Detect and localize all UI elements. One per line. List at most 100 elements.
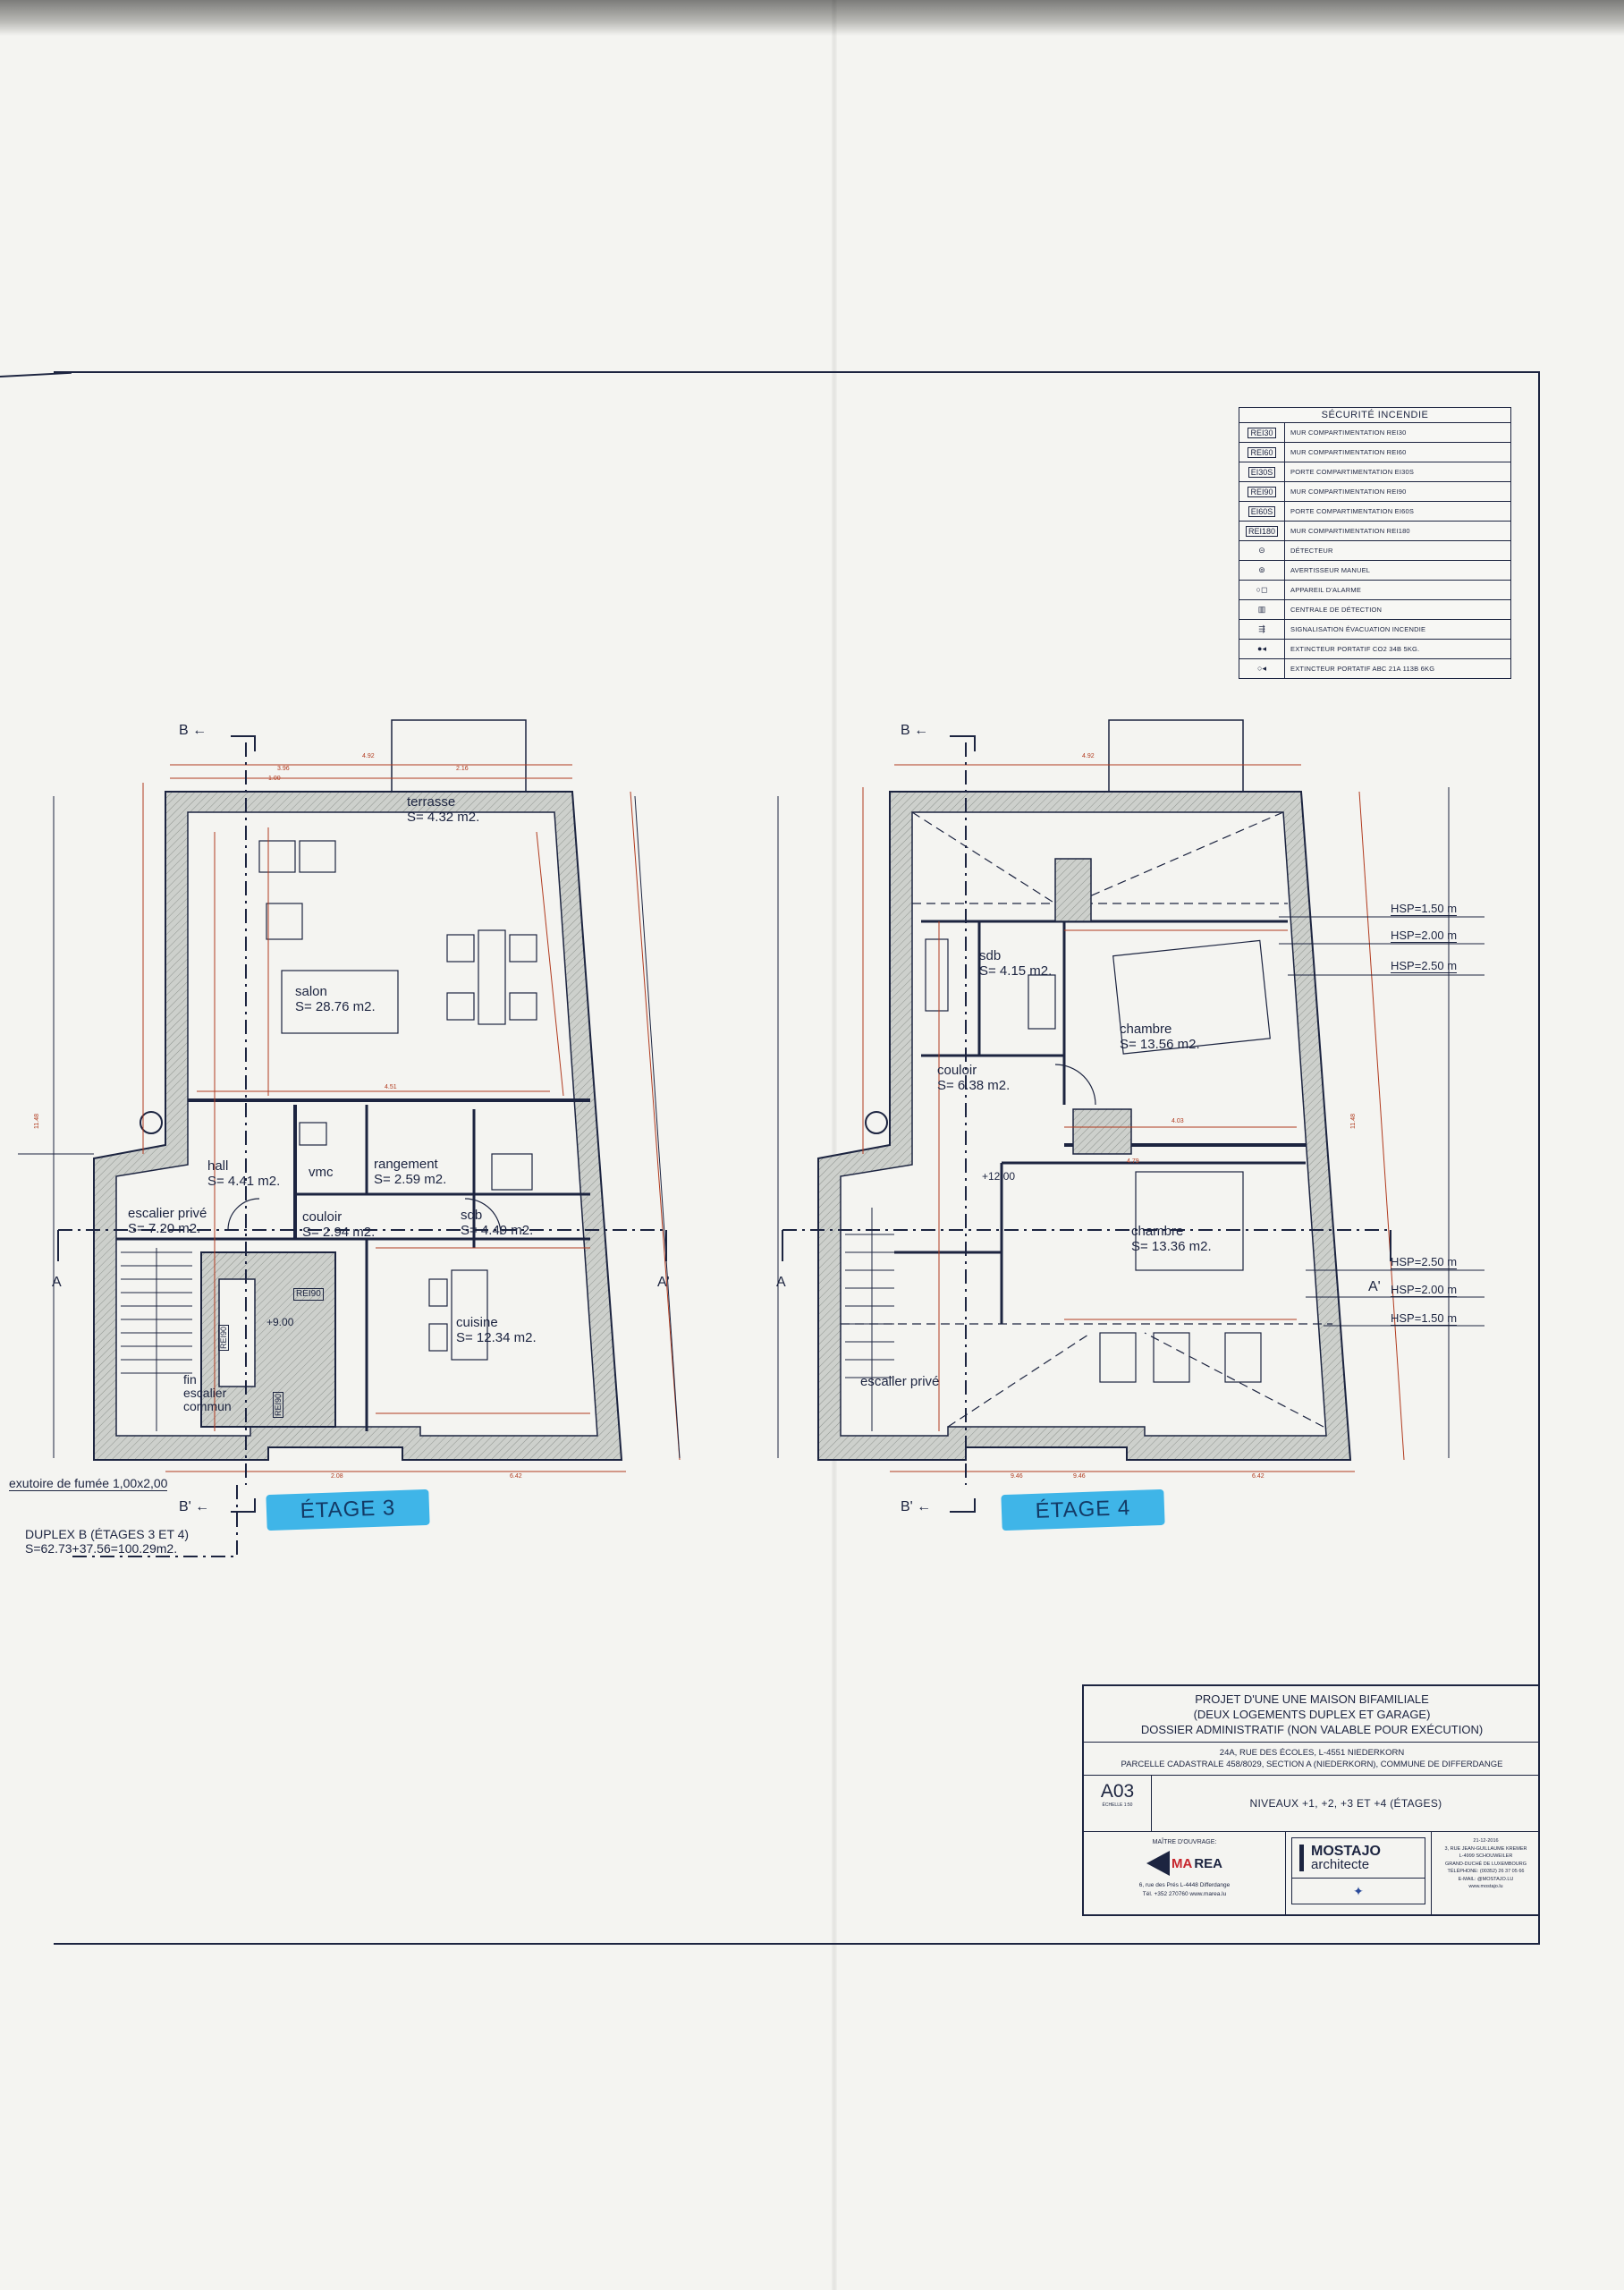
- plan4-balcony-rail: [1108, 719, 1244, 793]
- legend-label: CENTRALE DE DÉTECTION: [1290, 606, 1383, 614]
- duplex-summary: DUPLEX B (ÉTAGES 3 ET 4)S=62.73+37.56=10…: [25, 1527, 190, 1556]
- sheet-code: A03: [1100, 1781, 1135, 1802]
- plan4-dim: 11.48: [1350, 1114, 1357, 1129]
- sheet-scale: ÉCHELLE 1:50: [1102, 1802, 1133, 1808]
- project-title: PROJET D'UNE UNE MAISON BIFAMILIALE (DEU…: [1084, 1686, 1540, 1743]
- legend-symbol-icon: ⊚: [1239, 561, 1285, 580]
- plan4-dim: 9.46: [1011, 1473, 1023, 1480]
- legend-symbol-icon: REI60: [1239, 443, 1285, 462]
- legend-title: SÉCURITÉ INCENDIE: [1239, 408, 1510, 423]
- legend-row: REI180 MUR COMPARTIMENTATION REI180: [1239, 522, 1510, 541]
- legend-label: DÉTECTEUR: [1290, 547, 1333, 555]
- legend-label: PORTE COMPARTIMENTATION EI60S: [1290, 507, 1415, 515]
- plan-etage-3: [18, 719, 681, 1557]
- legend-label: MUR COMPARTIMENTATION REI90: [1290, 488, 1407, 496]
- hsp-label: HSP=2.50 m: [1391, 959, 1458, 973]
- plan4-section-lines: [782, 742, 1391, 1485]
- owner-label: MAÎTRE D'OUVRAGE:: [1152, 1839, 1217, 1845]
- room-vmc: vmc: [309, 1165, 334, 1180]
- legend-row: ○◻APPAREIL D'ALARME: [1239, 581, 1510, 600]
- plan3-dim: 11.48: [34, 1114, 40, 1129]
- hsp-label: HSP=1.50 m: [1391, 1311, 1458, 1326]
- owner-contact: Tél. +352 270760 www.marea.lu: [1142, 1891, 1227, 1897]
- plan4-section-a-prime-label: A': [1368, 1279, 1381, 1294]
- plan3-rei90-tag-vertical-2: REI90: [273, 1391, 283, 1418]
- legend-label: MUR COMPARTIMENTATION REI30: [1290, 428, 1407, 437]
- plan3-dimension-lines: [142, 764, 681, 1472]
- plan3-section-b-prime-label: B' ←: [179, 1499, 210, 1514]
- plan-etage-4: [777, 719, 1484, 1513]
- plan3-furniture: [140, 840, 537, 1361]
- owner-logo-triangle-icon: [1146, 1851, 1170, 1876]
- plan3-shaft: [218, 1278, 256, 1387]
- plan4-section-b-prime-label: B' ←: [901, 1499, 932, 1514]
- legend-row: ⊚AVERTISSEUR MANUEL: [1239, 561, 1510, 581]
- legend-row: ○◂EXTINCTEUR PORTATIF ABC 21A 113B 6Kg: [1239, 659, 1510, 678]
- plan3-dim: 9.46: [1073, 1473, 1086, 1480]
- legend-row: ●◂EXTINCTEUR PORTATIF CO2 34B 5Kg.: [1239, 640, 1510, 659]
- plan3-dim: 2.08: [331, 1473, 343, 1480]
- plan3-dim: 6.42: [510, 1473, 522, 1480]
- title-block: PROJET D'UNE UNE MAISON BIFAMILIALE (DEU…: [1082, 1684, 1540, 1916]
- plan3-section-b-marker: [231, 735, 256, 751]
- project-address: 24A, RUE DES ÉCOLES, L-4551 NIEDERKORN P…: [1084, 1743, 1540, 1776]
- plan4-furniture: [865, 938, 1271, 1383]
- hsp-label: HSP=2.50 m: [1391, 1255, 1458, 1269]
- stage-label-etage-3: ÉTAGE 3: [266, 1488, 430, 1531]
- legend-symbol-icon: ○◂: [1239, 659, 1285, 678]
- plan3-rei90-tag: REI90: [293, 1288, 324, 1301]
- plan3-stairs: [121, 1248, 192, 1431]
- legend-row: ▥ CENTRALE DE DÉTECTION: [1239, 600, 1510, 620]
- legend-symbol-icon: ▥: [1239, 600, 1285, 619]
- legend-label: APPAREIL D'ALARME: [1290, 586, 1362, 594]
- scan-edge: [0, 0, 1624, 36]
- plan4-chimney: [1054, 858, 1092, 922]
- legend-symbol-icon: ⊝: [1239, 541, 1285, 560]
- legend-label: MUR COMPARTIMENTATION REI60: [1290, 448, 1407, 456]
- legend-symbol-icon: ⇶: [1239, 620, 1285, 639]
- plan4-section-b-label: B ←: [901, 723, 929, 738]
- plan3-section-a-label: A: [52, 1275, 62, 1290]
- plan3-rei90-tag-vertical: REI90: [218, 1324, 229, 1351]
- architect-logo: MOSTAJO architecte: [1291, 1837, 1425, 1879]
- sheet-info: A03 ÉCHELLE 1:50 NIVEAUX +1, +2, +3 ET +…: [1084, 1776, 1540, 1832]
- legend-label: PORTE COMPARTIMENTATION EI30S: [1290, 468, 1415, 476]
- plan3-dim: 4.92: [362, 753, 375, 759]
- plan4-roof-slopes: [841, 811, 1332, 1428]
- plan3-section-b-prime-marker: [231, 1498, 256, 1513]
- legend-row: REI60 MUR COMPARTIMENTATION REI60: [1239, 443, 1510, 462]
- sheet-border: [54, 371, 1540, 1945]
- owner-address: 6, rue des Prés L-4448 Differdange: [1138, 1882, 1231, 1888]
- plan4-dim: 6.42: [1252, 1473, 1265, 1480]
- legend-label: MUR COMPARTIMENTATION REI180: [1290, 527, 1410, 535]
- plan4-shaft: [1072, 1108, 1132, 1155]
- plan4-level: +12.00: [982, 1170, 1016, 1183]
- plan3-dim: 4.51: [385, 1084, 397, 1090]
- plan4-dim: 4.79: [1127, 1158, 1139, 1165]
- exutoire-note: exutoire de fumée 1,00x2,00: [9, 1476, 168, 1491]
- plan3-level: +9.00: [266, 1316, 294, 1328]
- hsp-label: HSP=2.00 m: [1391, 929, 1458, 943]
- plan3-section-lines: [58, 742, 666, 1557]
- architect-cell: MOSTAJO architecte ✦: [1286, 1832, 1432, 1914]
- sheet-description: NIVEAUX +1, +2, +3 ET +4 (ÉTAGES): [1249, 1797, 1442, 1810]
- legend-label: EXTINCTEUR PORTATIF CO2 34B 5Kg.: [1290, 645, 1420, 653]
- hsp-label: HSP=1.50 m: [1391, 902, 1458, 916]
- architect-logo-bar-icon: [1299, 1845, 1304, 1871]
- plan3-door-swings: [227, 1198, 502, 1235]
- legend-symbol-icon: REI180: [1239, 522, 1285, 540]
